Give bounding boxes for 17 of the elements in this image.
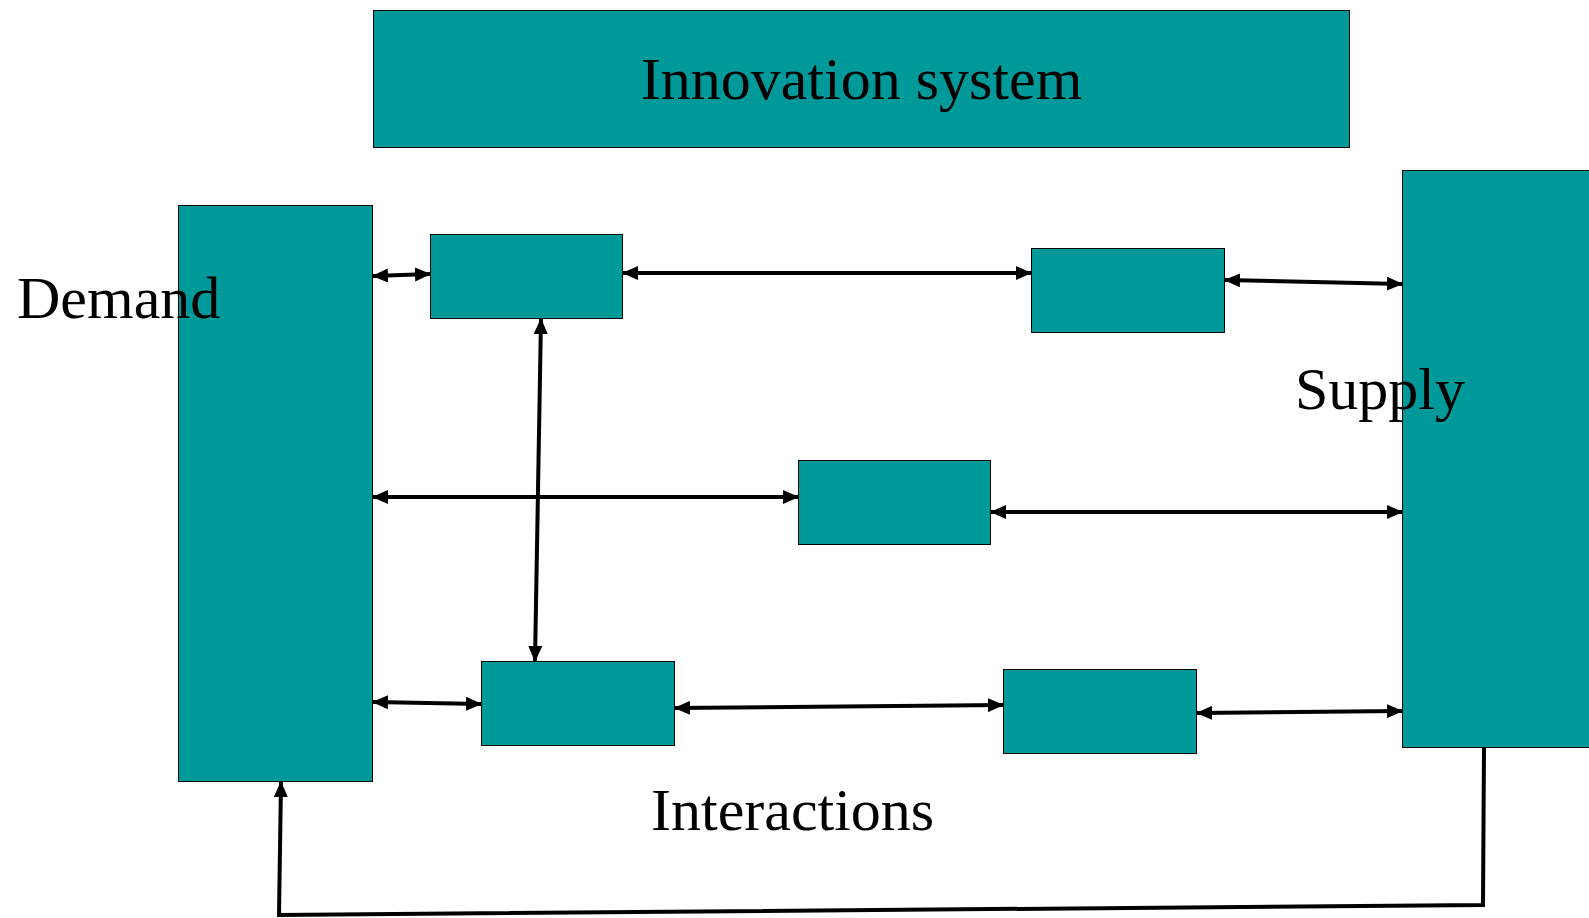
double-arrow <box>1224 273 1403 291</box>
double-arrow <box>990 505 1403 519</box>
block <box>373 10 1350 148</box>
double-arrow <box>1196 704 1403 720</box>
double-arrow <box>528 318 548 662</box>
empty-box <box>430 234 623 319</box>
double-arrow <box>372 267 431 283</box>
double-arrow <box>674 698 1004 715</box>
double-arrow <box>273 748 1486 917</box>
empty-box <box>1031 248 1225 333</box>
empty-box <box>481 661 675 746</box>
caption-label: Interactions <box>651 780 935 840</box>
double-arrow <box>622 266 1032 280</box>
double-arrow <box>372 490 799 504</box>
empty-box <box>798 460 991 545</box>
double-arrow <box>372 695 482 711</box>
empty-box <box>1003 669 1197 754</box>
